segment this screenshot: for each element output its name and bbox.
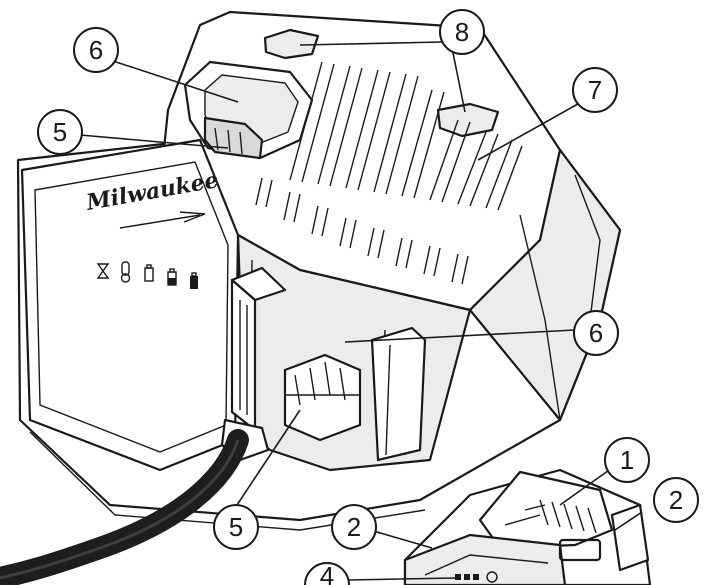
callout-8: 8 xyxy=(439,9,485,55)
upper-vent-slots xyxy=(289,61,523,211)
latch-front xyxy=(436,102,500,138)
callout-6-front-label: 6 xyxy=(589,318,603,348)
callout-2-right: 2 xyxy=(653,477,699,523)
callout-8-label: 8 xyxy=(455,17,469,47)
callout-4: 4 xyxy=(304,561,350,585)
callout-6-top: 6 xyxy=(73,27,119,73)
callout-5-front: 5 xyxy=(213,504,259,550)
battery-terminal xyxy=(539,499,597,534)
charger-body xyxy=(16,10,622,531)
callout-2-left: 2 xyxy=(331,504,377,550)
power-cord xyxy=(0,418,270,585)
hourglass-icon xyxy=(96,263,110,279)
battery-release-button xyxy=(558,503,650,572)
top-battery-pocket xyxy=(183,60,314,160)
callout-5-top-label: 5 xyxy=(53,117,67,147)
callout-5-front-label: 5 xyxy=(229,512,243,542)
callout-2-right-label: 2 xyxy=(669,485,683,515)
callout-7-label: 7 xyxy=(588,75,602,105)
callout-2-left-label: 2 xyxy=(347,512,361,542)
callout-6-top-label: 6 xyxy=(89,35,103,65)
status-led-row xyxy=(96,261,198,289)
latch-rear xyxy=(263,28,320,60)
callout-6-front: 6 xyxy=(573,310,619,356)
callout-5-top: 5 xyxy=(37,109,83,155)
battery-full-icon xyxy=(190,272,198,289)
fuel-gauge xyxy=(455,571,498,583)
lower-vent-slots xyxy=(255,177,469,285)
callout-1: 1 xyxy=(604,437,650,483)
callout-7: 7 xyxy=(572,67,618,113)
thermometer-icon xyxy=(120,261,131,283)
callout-1-label: 1 xyxy=(620,445,634,475)
battery-empty-icon xyxy=(144,264,154,282)
leader-lines xyxy=(79,41,643,581)
callout-4-label: 4 xyxy=(320,561,334,585)
battery-half-icon xyxy=(167,268,177,286)
front-terminal-block xyxy=(283,353,362,442)
